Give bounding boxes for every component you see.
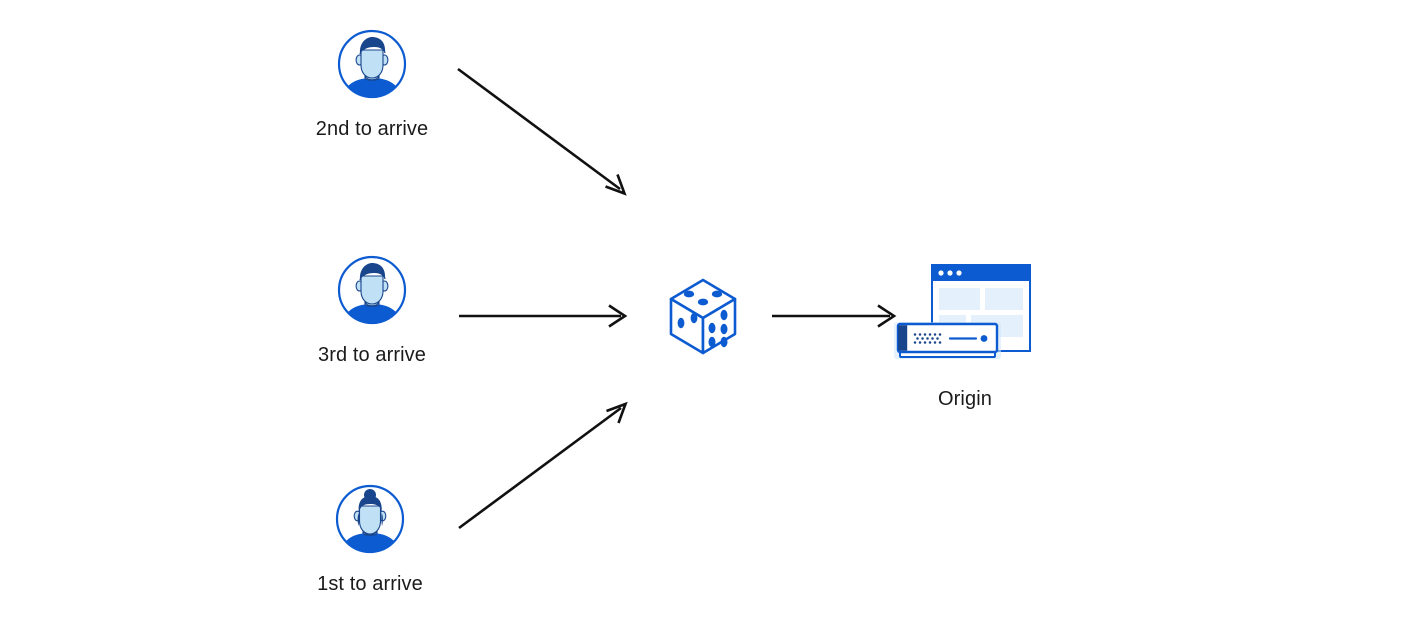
client-node-2nd[interactable]: 2nd to arrive — [292, 28, 452, 142]
client-node-3rd[interactable]: 3rd to arrive — [292, 254, 452, 368]
user-avatar-male-icon — [336, 254, 408, 326]
arrow-3rd-to-dice — [459, 304, 628, 328]
server-device — [894, 322, 1001, 359]
user-avatar-male-icon — [336, 28, 408, 100]
dice-icon — [655, 268, 751, 364]
dice-pips-left — [677, 312, 698, 329]
client-label-3rd: 3rd to arrive — [317, 344, 426, 366]
client-label-1st: 1st to arrive — [317, 573, 423, 595]
arrow-dice-to-origin — [772, 304, 897, 328]
dice-node[interactable] — [655, 268, 751, 364]
arrow-2nd-to-dice — [457, 67, 627, 196]
origin-node[interactable]: Origin — [886, 256, 1044, 412]
dice-pips-top — [683, 290, 723, 306]
dice-pips-right — [708, 309, 728, 348]
origin-server-browser-icon — [886, 256, 1044, 368]
user-avatar-female-icon — [334, 483, 406, 555]
arrow-1st-to-dice — [458, 401, 628, 530]
client-label-2nd: 2nd to arrive — [315, 118, 429, 140]
origin-label: Origin — [938, 388, 992, 410]
client-node-1st[interactable]: 1st to arrive — [290, 483, 450, 597]
